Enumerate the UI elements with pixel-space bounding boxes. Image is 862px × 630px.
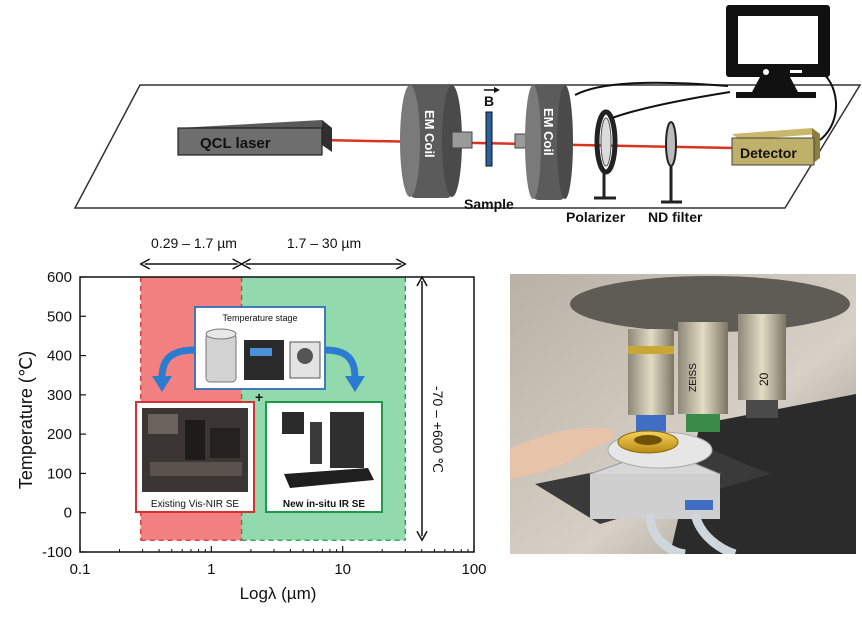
microscope-photo: ZEISS 20 (510, 274, 856, 554)
stage-label: Temperature stage (222, 313, 297, 323)
y-tick-label: -100 (42, 544, 72, 561)
em-coil-right-label: EM Coil (541, 108, 556, 156)
detector-label: Detector (740, 145, 797, 161)
cable-detector (817, 69, 837, 141)
em-coil-right: EM Coil (514, 85, 573, 200)
range-ir-label: 1.7 – 30 µm (287, 235, 361, 251)
sample-plate (485, 111, 493, 167)
existing-se-inset: Existing Vis-NIR SE (135, 401, 255, 513)
hand (510, 427, 614, 479)
brand-label: ZEISS (688, 363, 699, 392)
y-tick-label: 500 (47, 308, 72, 325)
cable-laser (574, 81, 729, 96)
existing-se-label: Existing Vis-NIR SE (151, 499, 240, 510)
arrow-to-existing (158, 346, 196, 379)
laser-label: QCL laser (200, 135, 271, 152)
setup-diagram: QCL laser EM Coil B Sample EM Coil Polar… (73, 5, 862, 225)
computer-monitor (726, 5, 830, 98)
y-tick-label: 400 (47, 348, 72, 365)
magnetic-field-label: B (484, 87, 500, 109)
sample-label: Sample (464, 196, 514, 212)
heating-stage (588, 430, 722, 519)
objective-center: ZEISS (678, 322, 728, 432)
y-tick-label: 200 (47, 426, 72, 443)
y-tick-label: 100 (47, 465, 72, 482)
x-axis-label: Logλ (µm) (240, 584, 317, 603)
coolant-tube (645, 513, 686, 554)
detector: Detector (731, 128, 820, 166)
x-tick-label: 1 (207, 561, 215, 578)
objective-right: 20 (738, 314, 786, 418)
range-vis-arrow-head-left (139, 258, 151, 270)
objective-mark: 20 (757, 372, 771, 386)
y-axis-label: Temperature (℃) (16, 351, 36, 489)
temp-range-arrow-head-top (416, 275, 428, 287)
range-vis-label: 0.29 – 1.7 µm (151, 235, 237, 251)
y-tick-label: 300 (47, 387, 72, 404)
polarizer-label: Polarizer (566, 209, 626, 225)
range-ir-arrow-head-left (240, 258, 251, 270)
temp-range-label: -70 – +600 ℃ (430, 386, 446, 473)
temp-range-arrow-head-bottom (416, 530, 428, 542)
range-chart: -100 0 100 200 300 400 500 600 0.1 1 10 100 Tempera… (16, 235, 487, 603)
nd-filter (661, 121, 682, 204)
temperature-stage-inset: Temperature stage (194, 306, 326, 390)
x-tick-label: 100 (461, 561, 486, 578)
new-ir-se-label: New in-situ IR SE (283, 499, 366, 510)
arrow-to-new (324, 346, 359, 379)
em-coil-left: EM Coil (400, 85, 473, 198)
em-coil-left-label: EM Coil (422, 110, 437, 158)
x-tick-label: 0.1 (70, 561, 91, 578)
polarizer (594, 109, 618, 200)
y-tick-label: 0 (64, 505, 72, 522)
new-ir-se-inset: New in-situ IR SE (265, 401, 383, 513)
plot-frame (79, 276, 475, 553)
y-tick-label: 600 (47, 269, 72, 286)
range-arrows (139, 258, 428, 542)
range-ir-arrow-head-right (395, 258, 407, 270)
plus-sign: + (255, 389, 263, 405)
x-tick-label: 10 (334, 561, 351, 578)
svg-text:B: B (484, 93, 494, 109)
nd-filter-label: ND filter (648, 209, 703, 225)
qcl-laser: QCL laser (177, 120, 332, 156)
cable-coil (611, 91, 731, 119)
